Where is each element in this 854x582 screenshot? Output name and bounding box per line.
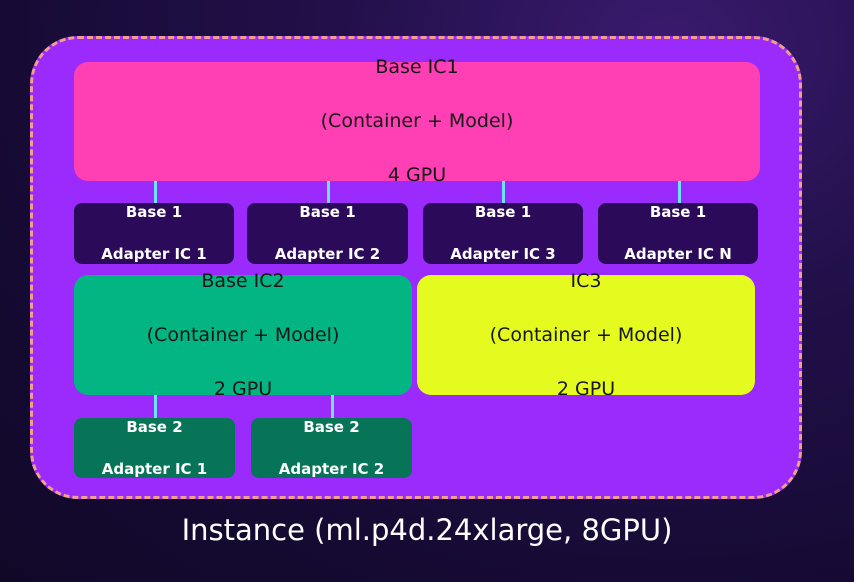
adapter-base-label: Base 1 [649, 203, 707, 221]
base-ic1-gpu: 4 GPU [387, 164, 447, 186]
base1-adapter-ic3: Base 1 Adapter IC 3 [423, 203, 583, 264]
instance-caption: Instance (ml.p4d.24xlarge, 8GPU) [181, 513, 673, 547]
adapter-name: Adapter IC 3 [450, 245, 556, 263]
adapter-name: Adapter IC 1 [101, 459, 208, 478]
base-ic1-name: Base IC1 [375, 56, 459, 78]
base1-adapter-icn: Base 1 Adapter IC N [598, 203, 758, 264]
adapter-name: Adapter IC 2 [274, 245, 381, 263]
base2-adapter-ic1: Base 2 Adapter IC 1 [74, 418, 235, 478]
base1-adapter-ic1: Base 1 Adapter IC 1 [74, 203, 234, 264]
ic3-box: IC3 (Container + Model) 2 GPU [417, 270, 755, 400]
base-ic1-box: Base IC1 (Container + Model) 4 GPU [74, 56, 760, 186]
ic3-name: IC3 [570, 269, 602, 292]
adapter-base-label: Base 1 [299, 203, 356, 221]
connector-ic1-adapter-1 [154, 181, 157, 203]
connector-ic1-adapter-n [678, 181, 681, 203]
connector-ic2-adapter-2 [331, 395, 334, 418]
adapter-name: Adapter IC 2 [278, 459, 385, 478]
base1-adapter-ic2: Base 1 Adapter IC 2 [247, 203, 408, 264]
adapter-base-label: Base 1 [125, 203, 183, 221]
base-ic2-gpu: 2 GPU [213, 377, 273, 400]
connector-ic1-adapter-2 [327, 181, 330, 203]
base-ic2-name: Base IC2 [201, 269, 285, 292]
adapter-base-label: Base 1 [474, 203, 532, 221]
connector-ic2-adapter-1 [154, 395, 157, 418]
ic3-detail: (Container + Model) [489, 323, 683, 346]
ic3-gpu: 2 GPU [556, 377, 616, 400]
adapter-base-label: Base 2 [126, 417, 183, 436]
base-ic2-detail: (Container + Model) [146, 323, 340, 346]
base2-adapter-ic2: Base 2 Adapter IC 2 [251, 418, 412, 478]
base-ic1-detail: (Container + Model) [320, 110, 514, 132]
base-ic2-box: Base IC2 (Container + Model) 2 GPU [74, 270, 412, 400]
adapter-base-label: Base 2 [303, 417, 360, 436]
connector-ic1-adapter-3 [502, 181, 505, 203]
adapter-name: Adapter IC 1 [101, 245, 207, 263]
adapter-name: Adapter IC N [624, 245, 732, 263]
